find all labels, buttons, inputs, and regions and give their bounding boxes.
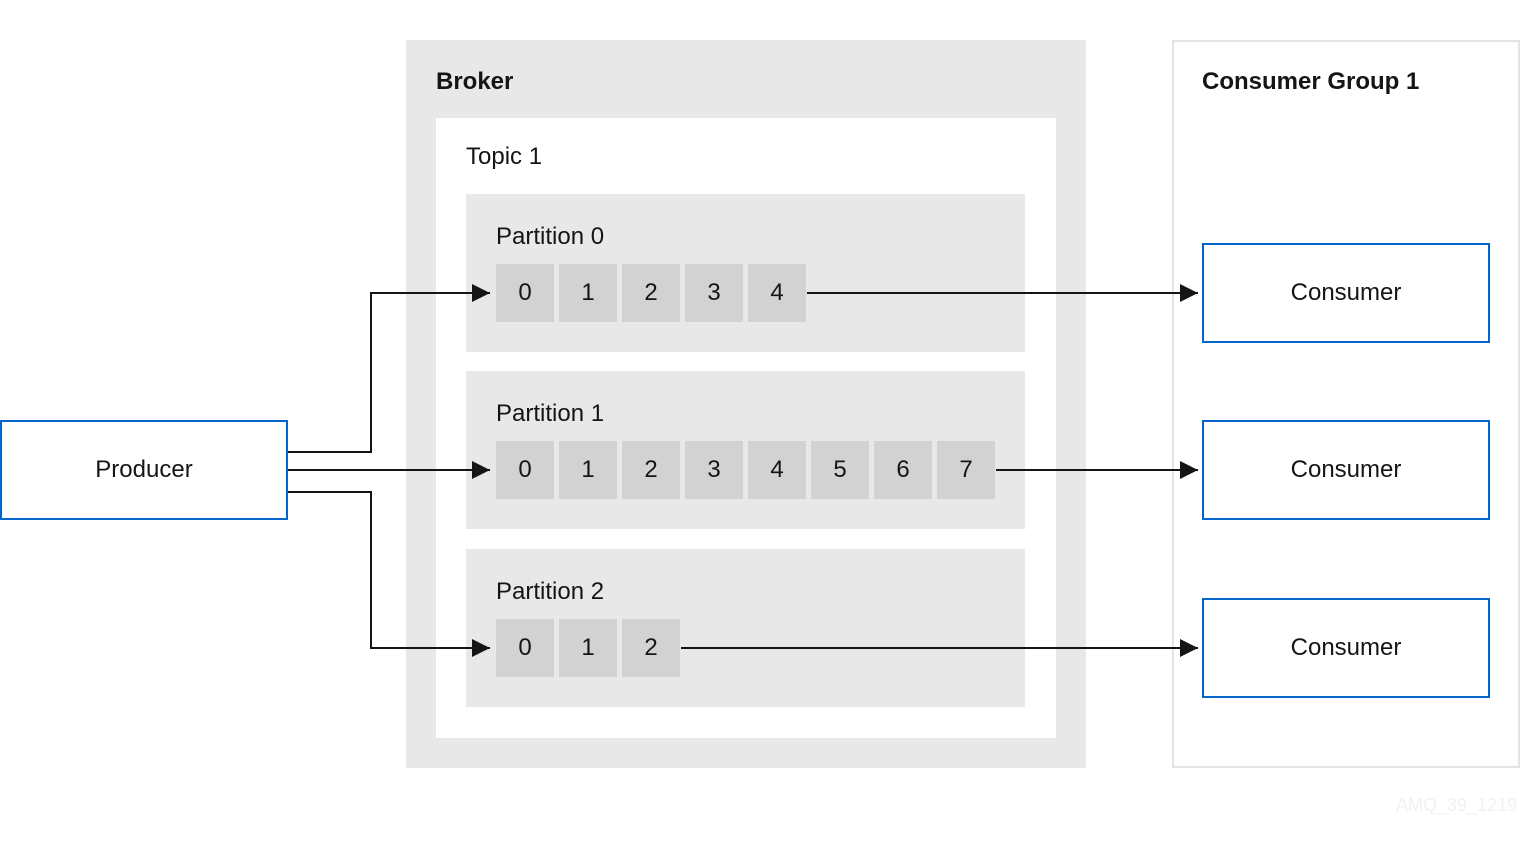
partition-1-title: Partition 1 [496,400,605,427]
partition-0-offset-cell: 2 [622,264,680,322]
partition-1-offset-cell: 2 [622,441,680,499]
consumer-node-1: Consumer [1202,420,1490,520]
producer-to-partition-0-arrow [288,284,490,453]
consumer-node-2: Consumer [1202,598,1490,698]
partition-1-offset-cell: 4 [748,441,806,499]
producer-node: Producer [0,420,288,520]
partition-0-offset-cell: 4 [748,264,806,322]
partition-2-offset-cell: 0 [496,619,554,677]
partition-2-offset-cell: 2 [622,619,680,677]
partition-0-offset-cell: 3 [685,264,743,322]
partition-0-offset-cell: 1 [559,264,617,322]
partition-2-title: Partition 2 [496,578,605,605]
partition-1-offset-cell: 5 [811,441,869,499]
consumer-node-0: Consumer [1202,243,1490,343]
broker-title: Broker [436,68,514,95]
partition-1-offset-cell: 1 [559,441,617,499]
topic-title: Topic 1 [466,143,543,170]
partition-2-offset-cell: 1 [559,619,617,677]
producer-to-partition-2-arrow [288,491,490,657]
consumer-group-title: Consumer Group 1 [1202,68,1420,95]
partition-1-offset-cell: 6 [874,441,932,499]
partition-0-offset-cell: 0 [496,264,554,322]
partition-1-offset-cell: 0 [496,441,554,499]
figure-id-watermark: AMQ_39_1219 [1396,795,1518,815]
partition-1-offset-cell: 7 [937,441,995,499]
partition-0-title: Partition 0 [496,223,605,250]
partition-1-offset-cell: 3 [685,441,743,499]
